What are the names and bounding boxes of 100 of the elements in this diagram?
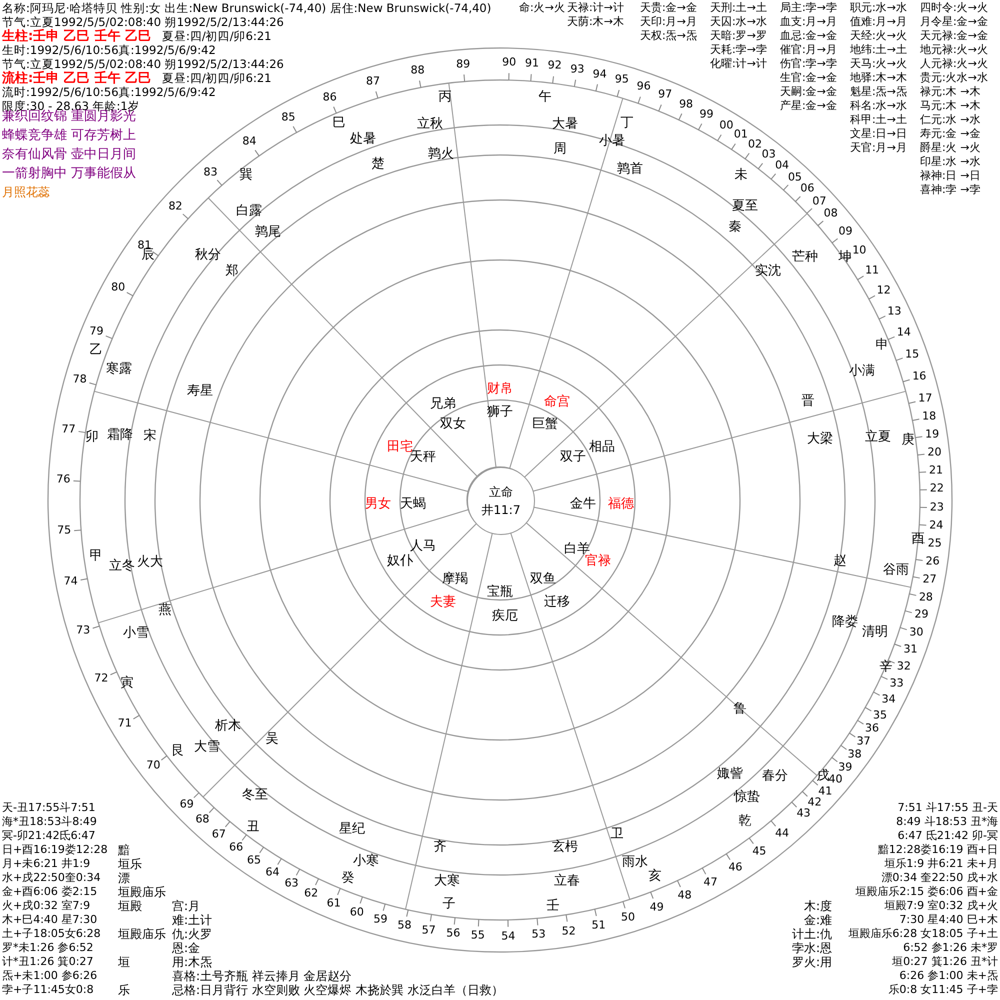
table-cell: 化曜:计→计: [710, 58, 767, 71]
degree-number: 16: [912, 370, 926, 384]
ring-text: 雨水: [622, 856, 648, 870]
degree-number: 88: [410, 64, 425, 78]
zodiac-label: 宝瓶: [487, 586, 513, 600]
ring-text: 赵: [834, 554, 846, 570]
degree-number: 89: [456, 58, 470, 71]
ring-text: 鹑尾: [255, 226, 281, 240]
ring-text: 寅: [120, 676, 134, 692]
table-cell: 天耗:孛→孛: [710, 44, 767, 57]
note-text: 木:度: [804, 900, 832, 914]
ring-text: 芒种: [792, 250, 818, 266]
table-cell: 天元禄:金→金: [920, 30, 988, 43]
degree-number: 65: [247, 854, 261, 868]
zodiac-label: 双女: [440, 418, 466, 432]
header-text: 生时:1992/5/6/10:56真:1992/5/6/9:42: [2, 44, 216, 58]
ring-text: 大雪: [194, 740, 220, 756]
table-cell: 生官:金→金: [780, 72, 837, 85]
zodiac-label: 金牛: [570, 498, 596, 512]
planet-row: 日+酉16:19娄12:28: [2, 844, 108, 857]
header-text: 流柱:壬申 乙巳 壬午 乙巳: [2, 72, 151, 86]
ring-text: 玄枵: [552, 840, 578, 856]
degree-number: 28: [918, 591, 933, 604]
verse-line: 奈有仙风骨 壶中日月间: [2, 148, 136, 163]
ring-text: 寿星: [187, 384, 213, 400]
center-text: 井11:7: [482, 502, 520, 519]
degree-number: 37: [856, 736, 871, 749]
degree-number: 87: [366, 76, 380, 88]
degree-number: 02: [748, 138, 762, 152]
ring-text: 乾: [738, 814, 752, 830]
degree-number: 93: [570, 64, 584, 76]
status-text: 黯: [118, 844, 130, 858]
note-text: 金:难: [804, 914, 832, 928]
table-cell: 天贵:金→金: [640, 2, 697, 15]
planet-row: 海*丑18:53斗8:49: [2, 816, 97, 829]
house-label: 田宅: [387, 440, 413, 455]
verse-line: 蜂蝶竞争雄 可存芳树上: [2, 129, 136, 144]
degree-number: 43: [796, 808, 811, 821]
ring-text: 巽: [240, 168, 252, 184]
table-cell: 魁星:炁→炁: [850, 86, 907, 99]
ring-text: 丁: [620, 116, 634, 132]
planet-row: 黯12:28娄16:19 酉+日: [878, 844, 998, 857]
degree-number: 61: [326, 898, 341, 910]
table-cell: 科甲:土→土: [850, 114, 907, 127]
ring-text: 巳: [332, 116, 346, 132]
ring-text: 癸: [342, 872, 354, 886]
degree-number: 52: [562, 925, 576, 938]
house-label: 男女: [365, 498, 391, 512]
degree-number: 12: [876, 284, 891, 298]
note-text: 恩:金: [172, 942, 200, 956]
planet-row: 乐0:8 女11:45 子+孛: [888, 984, 998, 997]
ring-text: 秋分: [195, 248, 221, 264]
ring-text: 冬至: [242, 788, 268, 804]
planet-row: 天-丑17:55斗7:51: [2, 802, 96, 815]
degree-number: 38: [848, 749, 862, 762]
degree-number: 34: [882, 694, 896, 706]
degree-number: 50: [620, 912, 635, 924]
degree-number: 95: [614, 74, 629, 87]
ring-text: 春分: [762, 770, 788, 784]
degree-number: 19: [925, 428, 940, 442]
degree-number: 86: [322, 91, 337, 104]
table-cell: 禄元:木 →木: [920, 86, 980, 99]
ring-text: 立春: [554, 874, 580, 890]
degree-number: 06: [800, 183, 814, 196]
zodiac-label: 双鱼: [530, 572, 556, 588]
ring-text: 降娄: [832, 616, 858, 630]
degree-number: 25: [928, 538, 942, 550]
degree-number: 55: [470, 930, 485, 943]
planet-row: 金+酉6:06 娄2:15: [2, 886, 98, 899]
ring-text: 周: [554, 142, 566, 158]
header-text: 节气:立夏1992/5/5/02:08:40 朔1992/5/2/13:44:26: [2, 58, 284, 71]
degree-number: 29: [914, 609, 928, 622]
status-text: 漂: [118, 872, 130, 886]
ring-text: 吴: [266, 732, 278, 748]
ring-text: 午: [538, 90, 552, 106]
table-cell: 天囚:水→水: [710, 16, 767, 29]
degree-number: 36: [865, 722, 879, 736]
degree-number: 11: [865, 264, 880, 278]
degree-number: 54: [501, 930, 516, 944]
degree-number: 42: [808, 796, 822, 809]
table-cell: 天马:火→火: [850, 58, 907, 71]
degree-number: 91: [525, 58, 539, 70]
degree-number: 64: [266, 866, 280, 880]
ring-text: 鲁: [734, 702, 746, 718]
degree-number: 00: [719, 120, 734, 133]
degree-number: 01: [734, 129, 748, 142]
degree-number: 98: [679, 98, 694, 111]
degree-number: 59: [373, 914, 388, 927]
planet-row: 7:51 斗17:55 丑-天: [898, 802, 998, 815]
ring-text: 秦: [728, 220, 742, 236]
table-cell: 天嗣:金→金: [780, 86, 837, 99]
table-cell: 印星:水 →水: [920, 156, 980, 169]
status-text: 垣乐: [118, 858, 142, 872]
ring-text: 小暑: [599, 134, 625, 150]
zodiac-label: 巨蟹: [532, 418, 558, 432]
table-cell: 伤官:孛→孛: [780, 58, 837, 71]
ring-text: 夏至: [732, 200, 758, 214]
degree-number: 97: [658, 89, 672, 102]
degree-number: 63: [284, 878, 299, 890]
ring-text: 坤: [838, 250, 852, 266]
